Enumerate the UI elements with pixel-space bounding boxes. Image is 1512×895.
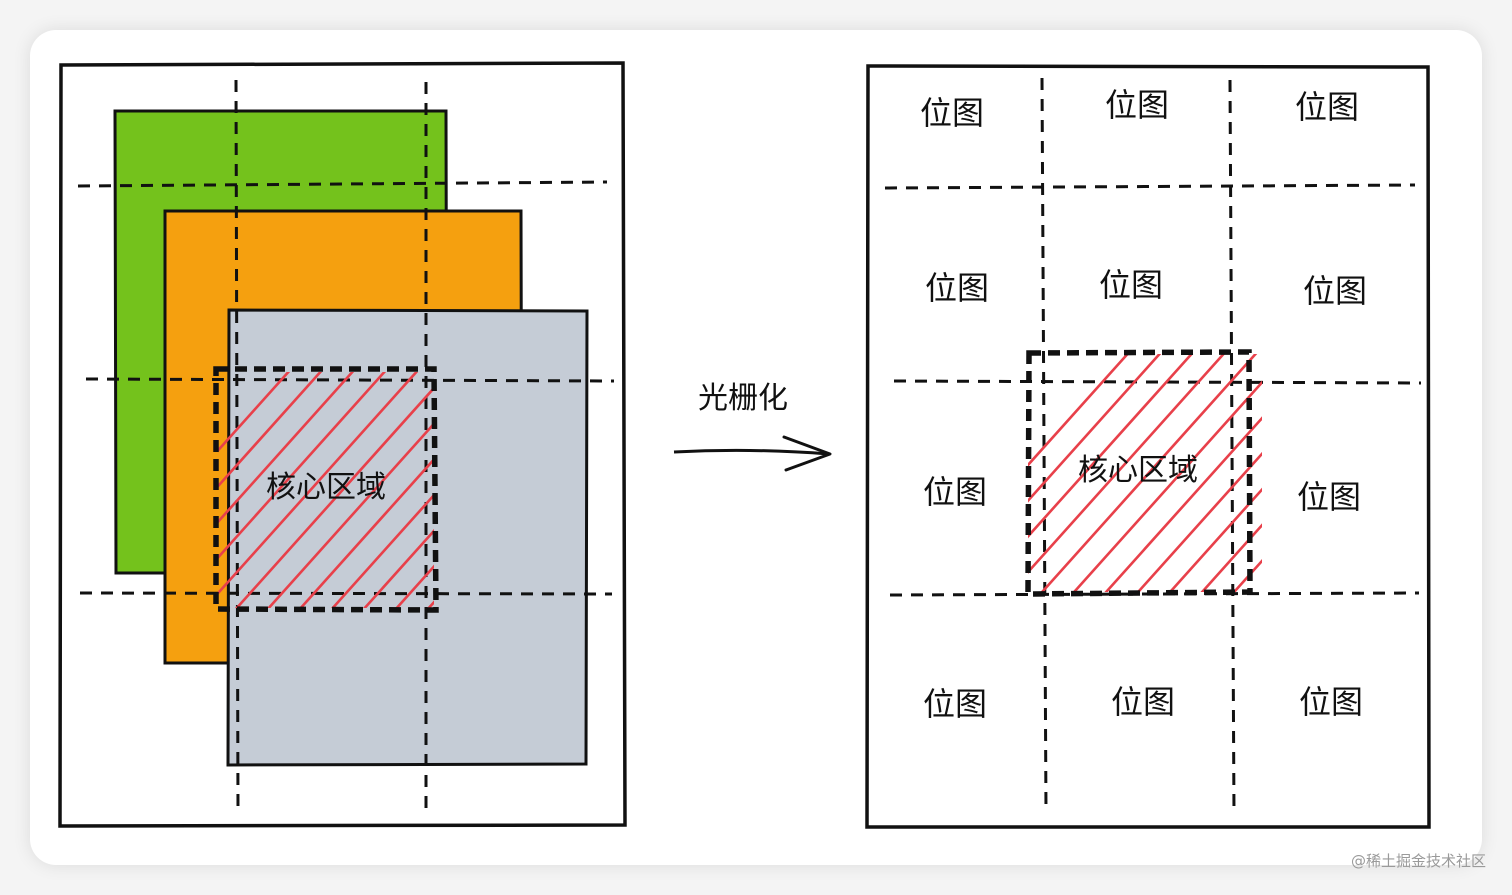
arrow-label: 光栅化 (698, 381, 788, 416)
gray-layer (226, 308, 589, 767)
left-frame (58, 61, 627, 828)
tile-label: 位图 (1295, 88, 1359, 126)
tile-label: 位图 (925, 269, 989, 307)
left-core-hatch (218, 372, 434, 608)
tile-label: 位图 (923, 685, 987, 723)
right-panel: 核心区域 位图 位图 位图 位图 位图 位图 位图 位图 位图 位图 位图 (865, 64, 1431, 829)
tile-label: 位图 (1105, 86, 1169, 124)
right-frame (865, 64, 1431, 829)
tile-label: 位图 (1111, 683, 1175, 721)
tile-label: 位图 (1297, 478, 1361, 516)
left-core-border (213, 366, 439, 613)
tile-label: 位图 (1299, 683, 1363, 721)
watermark: @稀土掘金技术社区 (1350, 852, 1486, 870)
rasterize-arrow: 光栅化 (673, 381, 832, 472)
left-grid-lines (77, 79, 615, 813)
arrow-head (782, 435, 832, 472)
left-panel: 核心区域 (58, 61, 627, 828)
right-core-hatch (1028, 354, 1262, 592)
tile-label: 位图 (923, 473, 987, 511)
right-grid-lines (884, 77, 1422, 815)
right-core-border (1025, 349, 1253, 597)
tile-label: 位图 (1099, 266, 1163, 304)
right-core-label: 核心区域 (1078, 453, 1198, 488)
tile-label: 位图 (1303, 272, 1367, 310)
tile-label: 位图 (920, 94, 984, 132)
left-core-label: 核心区域 (266, 470, 386, 505)
arrow-shaft (673, 448, 830, 456)
